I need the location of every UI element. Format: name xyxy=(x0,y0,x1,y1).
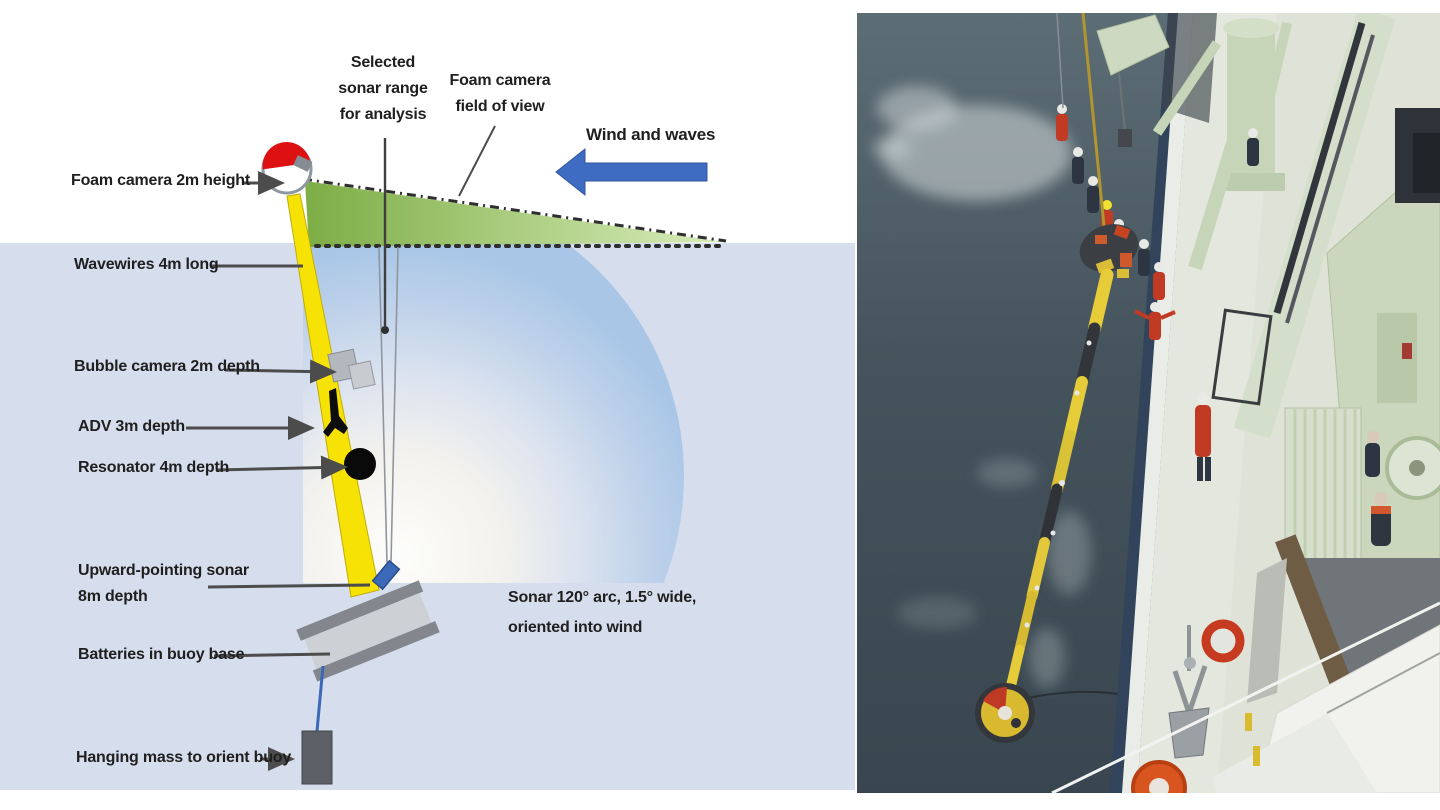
selected-range-dot xyxy=(381,326,389,334)
deck-walkway xyxy=(1137,13,1277,793)
crane-cable xyxy=(1081,13,1106,227)
bulwark-shadow xyxy=(1162,13,1217,123)
deployment-photo xyxy=(857,13,1440,793)
deck-hatch-outline xyxy=(1211,308,1273,406)
sea-foam xyxy=(872,86,1091,688)
foam-camera-fov-wedge xyxy=(305,181,724,247)
label-upward-sonar: Upward-pointing sonar 8m depth xyxy=(78,558,249,610)
crane-boom xyxy=(1233,13,1396,439)
white-boat-bow xyxy=(1213,713,1377,793)
label-foam-camera: Foam camera 2m height xyxy=(71,172,250,189)
crew-member xyxy=(1247,128,1259,166)
upward-sonar-device xyxy=(371,559,401,591)
hull-waterline-stripe xyxy=(1110,13,1178,793)
crew-member xyxy=(1087,176,1099,213)
label-foam-fov: Foam camera field of view xyxy=(445,68,555,120)
crew-member xyxy=(1072,147,1084,184)
pointer-batteries xyxy=(213,652,331,658)
label-wind: Wind and waves xyxy=(586,125,716,144)
crew-member xyxy=(1138,239,1150,276)
pointer-bubble-camera xyxy=(224,359,337,384)
crew-member xyxy=(1371,492,1391,546)
label-batteries: Batteries in buoy base xyxy=(78,646,245,663)
label-foam-fov-line2: field of view xyxy=(455,98,545,115)
spar-speckles xyxy=(1024,340,1092,628)
label-sonar-arc: Sonar 120° arc, 1.5° wide, oriented into… xyxy=(508,583,696,643)
label-hanging-mass: Hanging mass to orient buoy xyxy=(76,749,292,766)
battery-base xyxy=(296,580,440,682)
crane-jib xyxy=(1096,14,1170,76)
foam-camera-device xyxy=(293,155,313,172)
label-selected-range-line1: Selected xyxy=(350,54,416,71)
gangway-steps xyxy=(1247,558,1287,703)
sonar-beam-line-left xyxy=(378,246,388,564)
crane-hydraulics xyxy=(1273,22,1366,314)
adv-device xyxy=(323,388,348,437)
buoy-schematic xyxy=(0,125,855,790)
label-wavewires: Wavewires 4m long xyxy=(74,256,219,273)
label-selected-range-line3: for analysis xyxy=(339,106,427,123)
mass-tether xyxy=(315,665,325,732)
yellow-bollard xyxy=(1253,746,1260,766)
red-ring xyxy=(1201,619,1245,663)
label-sonar-arc-line1: Sonar 120° arc, 1.5° wide, xyxy=(508,589,697,606)
resonator-device xyxy=(344,448,376,480)
pointer-resonator xyxy=(215,455,348,480)
label-selected-range: Selected sonar range for analysis xyxy=(327,50,439,128)
label-bubble-camera: Bubble camera 2m depth xyxy=(74,358,260,375)
crew-member xyxy=(1056,104,1068,141)
label-selected-range-line2: sonar range xyxy=(338,80,428,97)
hull-side xyxy=(1122,13,1193,793)
wind-arrow xyxy=(555,147,708,197)
label-sonar-arc-line2: oriented into wind xyxy=(508,619,643,636)
crew-member xyxy=(1365,431,1380,477)
crew-member xyxy=(1153,262,1165,300)
pointer-fov-callout xyxy=(458,125,496,197)
label-resonator: Resonator 4m depth xyxy=(78,459,230,476)
crew-member-long-coat xyxy=(1195,392,1211,481)
label-foam-fov-line1: Foam camera xyxy=(449,72,551,89)
pointer-upward-sonar xyxy=(207,583,371,589)
label-upward-sonar-line1: Upward-pointing sonar xyxy=(78,562,249,579)
fov-upper-dashdot-line xyxy=(302,177,727,243)
sonar-arc-fan xyxy=(303,243,684,583)
yellow-bollard xyxy=(1245,713,1252,731)
crew-member-arms-out xyxy=(1134,302,1176,340)
buoy-in-water xyxy=(975,13,1139,743)
life-ring xyxy=(1131,760,1187,793)
deck-rope xyxy=(1051,601,1440,793)
buoy-spar-segments xyxy=(1002,268,1114,708)
sonar-beam-line-right xyxy=(390,246,399,564)
label-adv: ADV 3m depth xyxy=(78,418,185,435)
gangway-plank xyxy=(1275,534,1353,692)
label-upward-sonar-line2: 8m depth xyxy=(78,588,148,605)
hanging-mass xyxy=(301,730,333,785)
